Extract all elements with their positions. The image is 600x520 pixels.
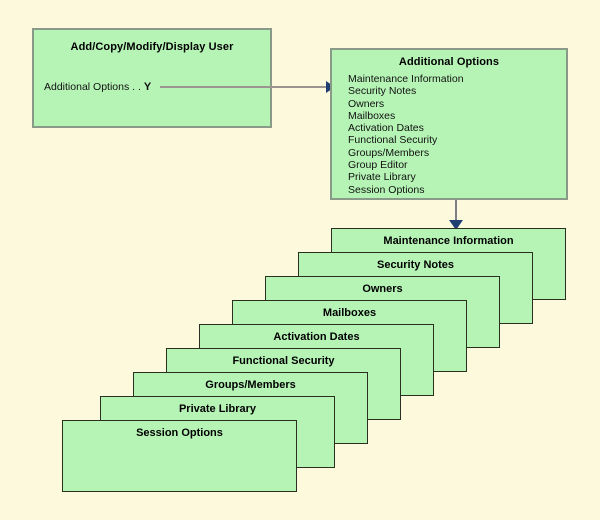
additional-options-list-item[interactable]: Groups/Members [348, 146, 430, 159]
additional-options-list-item[interactable]: Group Editor [348, 159, 408, 172]
additional-options-list-item[interactable]: Mailboxes [348, 109, 396, 122]
additional-options-list-item[interactable]: Owners [348, 97, 385, 110]
option-screen-card-title: Functional Security [232, 355, 335, 367]
additional-options-list-item[interactable]: Session Options [348, 183, 425, 196]
additional-options-list-item[interactable]: Private Library [348, 171, 416, 184]
connector-line-user-to-options [160, 86, 326, 88]
additional-options-list-item[interactable]: Functional Security [348, 134, 438, 147]
additional-options-field-value: Y [143, 81, 152, 93]
connector-line-options-to-stack [455, 200, 457, 226]
additional-options-list-item[interactable]: Maintenance Information [348, 73, 464, 85]
option-screen-card-title: Groups/Members [205, 379, 296, 391]
options-box-title: Additional Options [398, 56, 500, 68]
additional-options-list-item[interactable]: Activation Dates [348, 122, 424, 135]
add-copy-modify-display-user-box: Add/Copy/Modify/Display User Additional … [32, 28, 272, 128]
option-screen-card-title: Maintenance Information [383, 235, 514, 247]
option-screen-card-title: Private Library [178, 403, 257, 415]
additional-options-field: Additional Options . . Y [44, 81, 151, 93]
user-box-title: Add/Copy/Modify/Display User [70, 41, 234, 53]
additional-options-list-item[interactable]: Security Notes [348, 85, 417, 98]
option-screen-card-title: Activation Dates [273, 331, 360, 343]
option-screen-card-title: Session Options [136, 427, 223, 439]
additional-options-box: Additional Options Maintenance Informati… [330, 48, 568, 200]
option-screen-card-title: Security Notes [376, 259, 455, 271]
additional-options-field-label: Additional Options . . [44, 81, 141, 93]
option-screen-card[interactable]: Session Options [62, 420, 297, 492]
option-screen-card-title: Mailboxes [322, 307, 377, 319]
option-screen-card-title: Owners [362, 283, 403, 295]
arrow-down-icon [449, 220, 463, 230]
